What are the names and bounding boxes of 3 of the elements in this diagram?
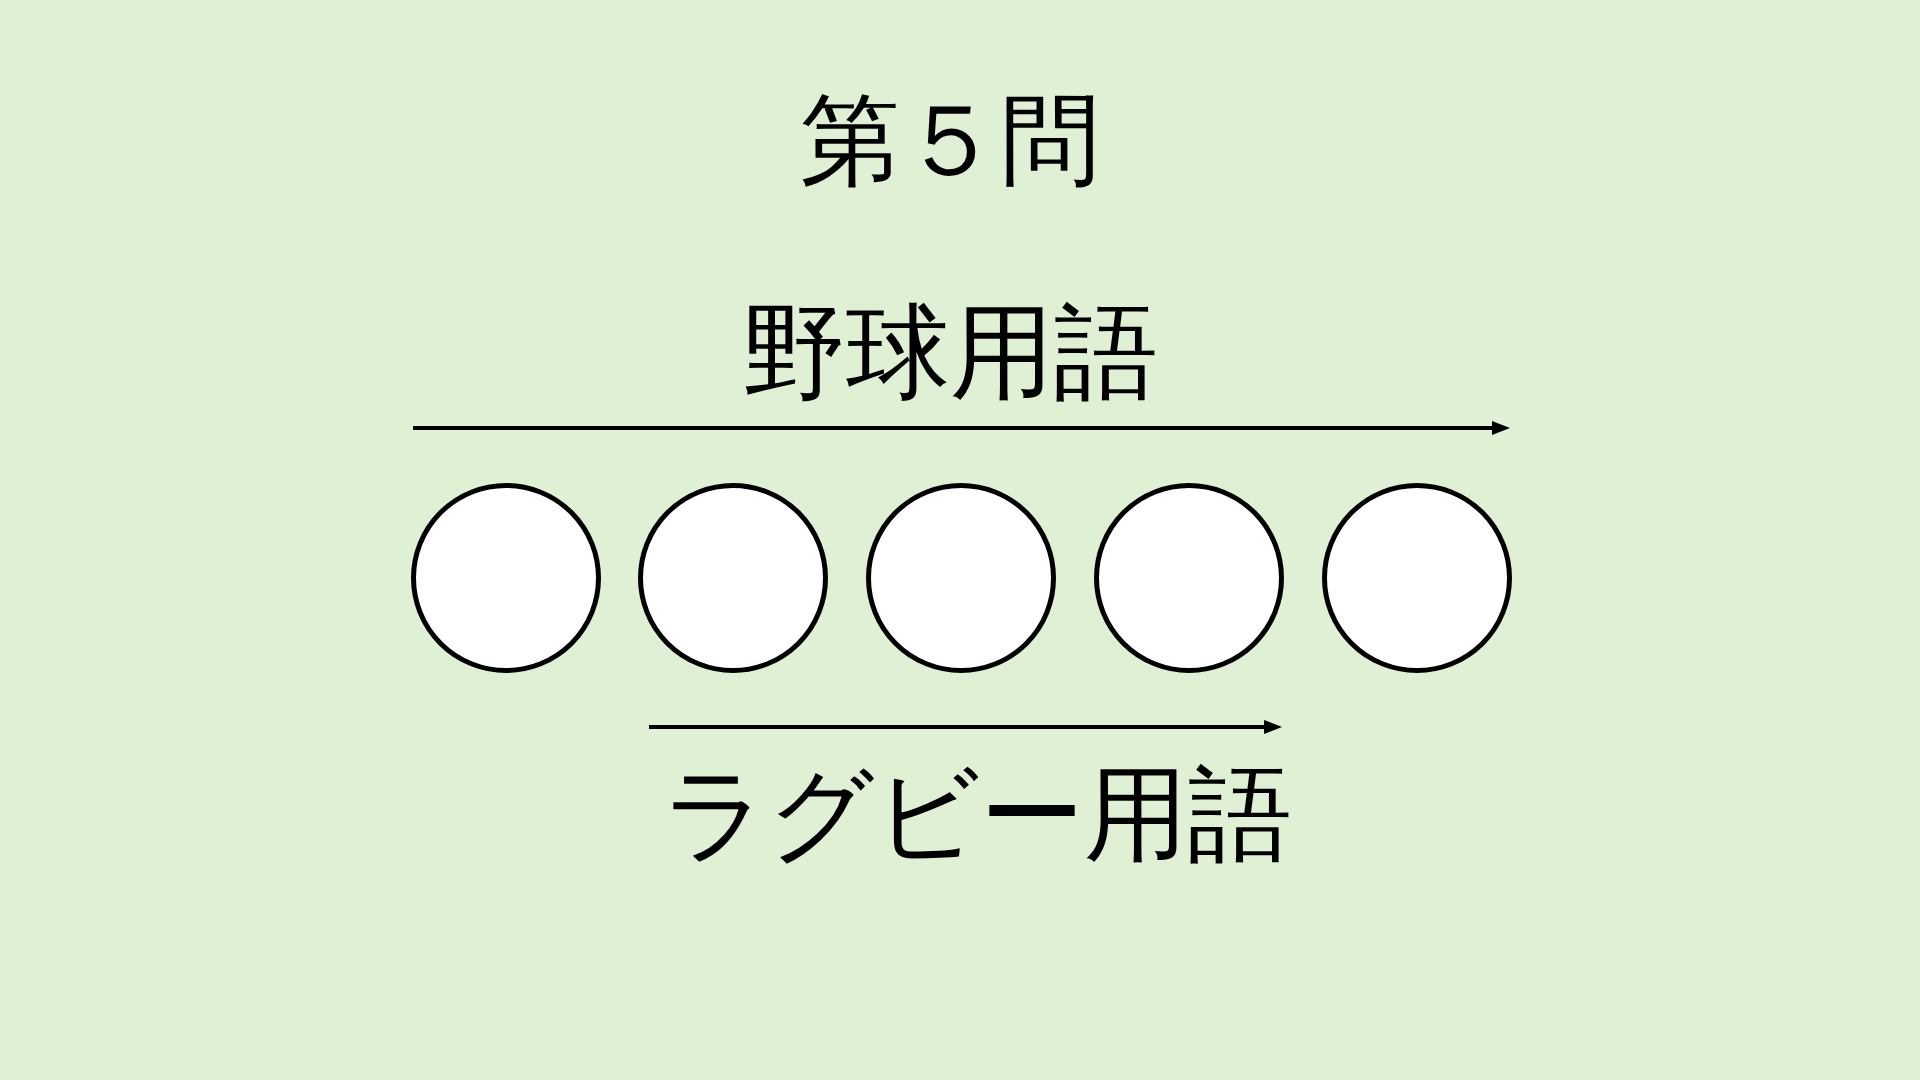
quiz-title: 第５問 [800,86,1100,196]
category-label: 野球用語 [742,294,1158,410]
category-label: ラグビー用語 [662,756,1292,872]
